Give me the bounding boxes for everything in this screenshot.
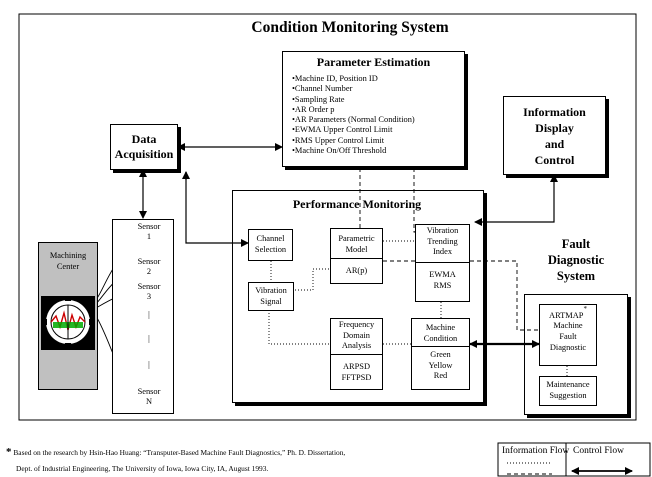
- sensor-ellipsis: |: [148, 334, 150, 343]
- ewma-text: EWMA: [429, 270, 456, 279]
- legend-control-flow-label: Control Flow: [573, 446, 624, 456]
- artmap-line1: ARTMAP: [549, 310, 584, 320]
- vti-line1: Vibration: [426, 226, 459, 235]
- info-line2: Display: [535, 120, 574, 135]
- ar-p-label: AR(p): [345, 266, 368, 275]
- frequency-domain-label: Frequency Domain Analysis: [330, 320, 383, 352]
- performance-monitoring-box: [232, 190, 484, 403]
- data-acquisition-box: Data Acquisition: [110, 124, 178, 170]
- data-acquisition-line2: Acquisition: [114, 147, 174, 161]
- condition-levels: Green Yellow Red: [411, 350, 470, 382]
- rms-text: RMS: [433, 280, 452, 290]
- fda-line3: Analysis: [341, 341, 372, 351]
- footnote-line2: Dept. of Industrial Engineering, The Uni…: [16, 464, 269, 473]
- mc-line2: Condition: [423, 333, 458, 343]
- arrow-info-trend: [474, 175, 555, 226]
- vibration-signal-box: Vibration Signal: [248, 282, 294, 311]
- fault-diagnostic-title: Fault Diagnostic System: [524, 236, 628, 284]
- parametric-line1: Parametric: [338, 234, 375, 243]
- param-item: •Machine ID, Position ID: [292, 74, 378, 83]
- fds-line2: Diagnostic: [547, 253, 605, 267]
- sensor-ellipsis: |: [148, 310, 150, 319]
- fftpsd-text: FFTPSD: [341, 372, 372, 382]
- legend-info-flow-label: Information Flow: [502, 446, 570, 456]
- parametric-model-label: Parametric Model: [330, 234, 383, 255]
- maintenance-suggestion-box: Maintenance Suggestion: [539, 376, 597, 406]
- channel-line2: Selection: [254, 245, 287, 254]
- param-item: •AR Order p: [292, 104, 335, 114]
- parameter-estimation-box: [282, 51, 465, 167]
- artmap-line3: Fault: [559, 331, 577, 341]
- ewma-rms-label: EWMA RMS: [415, 270, 470, 291]
- parametric-model-box: [330, 228, 383, 284]
- vibration-trending-label: Vibration Trending Index: [415, 226, 470, 258]
- arpsd-text: ARPSD: [343, 362, 370, 371]
- maintenance-line2: Suggestion: [549, 391, 587, 400]
- maintenance-line1: Maintenance: [546, 380, 590, 390]
- machine-condition-label: Machine Condition: [411, 323, 470, 344]
- artmap-label: ARTMAP* Machine Fault Diagnostic: [539, 305, 597, 353]
- vibration-trending-box: [415, 224, 470, 302]
- fault-diagnostic-box: [524, 294, 628, 415]
- fds-line1: Fault: [561, 237, 591, 251]
- artmap-line4: Diagnostic: [549, 342, 587, 352]
- sensor-panel: [112, 219, 174, 414]
- vti-line3: Index: [432, 247, 453, 257]
- parametric-line2: Model: [345, 244, 368, 254]
- info-line4: Control: [534, 152, 575, 167]
- mc-line1: Machine: [425, 323, 456, 332]
- footnote-line1: * Based on the research by Hsin-Hao Huan…: [6, 446, 346, 458]
- performance-monitoring-title: Performance Monitoring: [292, 197, 422, 211]
- artmap-star: *: [583, 305, 587, 313]
- channel-selection-box: Channel Selection: [248, 229, 293, 261]
- artmap-line2: Machine: [553, 321, 583, 331]
- system-frame: [18, 13, 637, 421]
- param-item: •EWMA Upper Control Limit: [292, 125, 393, 135]
- parameter-list: •Machine ID, Position ID •Channel Number…: [292, 74, 415, 156]
- param-item: •Sampling Rate: [292, 94, 345, 104]
- param-item: •Channel Number: [292, 84, 353, 94]
- fds-line3: System: [556, 269, 596, 283]
- vti-line2: Trending: [427, 236, 458, 246]
- channel-line1: Channel: [256, 234, 285, 244]
- information-display-box: Information Display and Control: [503, 96, 606, 175]
- vibration-signal-line2: Signal: [260, 296, 282, 306]
- fda-line1: Frequency: [338, 320, 375, 329]
- info-line1: Information: [523, 104, 586, 119]
- artmap-box: [539, 304, 597, 366]
- machine-condition-box: [411, 318, 470, 390]
- fda-line2: Domain: [343, 330, 370, 340]
- sensor-ellipsis: |: [148, 360, 150, 369]
- yellow-text: Yellow: [428, 360, 453, 370]
- red-text: Red: [433, 371, 448, 381]
- psd-label: ARPSD FFTPSD: [330, 362, 383, 383]
- arrow-da-channel: [185, 172, 249, 247]
- param-item: •Machine On/Off Threshold: [292, 146, 387, 156]
- system-title: Condition Monitoring System: [251, 19, 449, 36]
- vibration-signal-line1: Vibration: [255, 285, 287, 295]
- legend-frame: [497, 442, 651, 477]
- data-acquisition-line1: Data: [131, 132, 157, 146]
- param-item: •AR Parameters (Normal Condition): [292, 115, 415, 125]
- param-item: •RMS Upper Control Limit: [292, 135, 385, 145]
- machining-center-label: Machining Center: [49, 251, 87, 271]
- info-line3: and: [544, 136, 565, 151]
- parameter-estimation-title: Parameter Estimation: [316, 55, 431, 69]
- green-text: Green: [430, 350, 451, 359]
